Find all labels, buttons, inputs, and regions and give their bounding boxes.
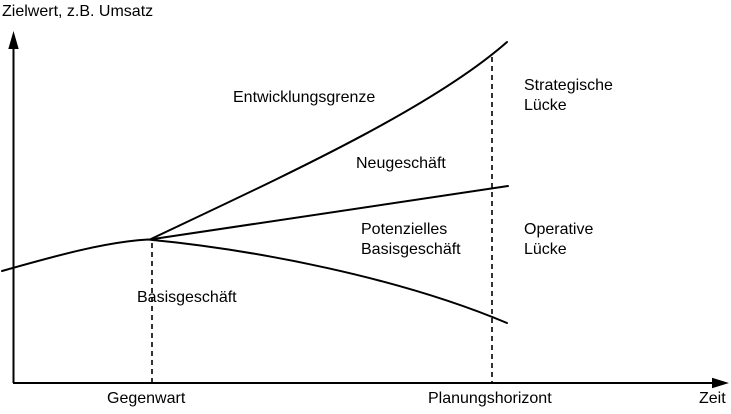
y-axis-arrow-icon xyxy=(8,31,19,49)
x-axis-arrow-icon xyxy=(712,377,729,389)
label-basisgeschaeft: Basisgeschäft xyxy=(137,289,237,306)
label-potenzielles-basisgeschaeft: Potenzielles Basisgeschäft xyxy=(361,221,461,258)
curve-potenzielles-basisgeschaeft xyxy=(149,185,509,241)
label-strategische-luecke: Strategische Lücke xyxy=(524,77,613,114)
label-entwicklungsgrenze: Entwicklungsgrenze xyxy=(233,89,376,106)
curve-basisgeschaeft xyxy=(1,238,508,324)
curve-entwicklungsgrenze xyxy=(149,41,508,241)
label-neugeschaeft: Neugeschäft xyxy=(356,155,446,172)
x-axis-label: Zeit xyxy=(699,390,726,407)
tick-label-gegenwart: Gegenwart xyxy=(107,390,186,407)
label-operative-luecke: Operative Lücke xyxy=(524,221,594,258)
tick-label-planungshorizont: Planungshorizont xyxy=(428,390,552,407)
y-axis-label: Zielwert, z.B. Umsatz xyxy=(2,3,154,20)
